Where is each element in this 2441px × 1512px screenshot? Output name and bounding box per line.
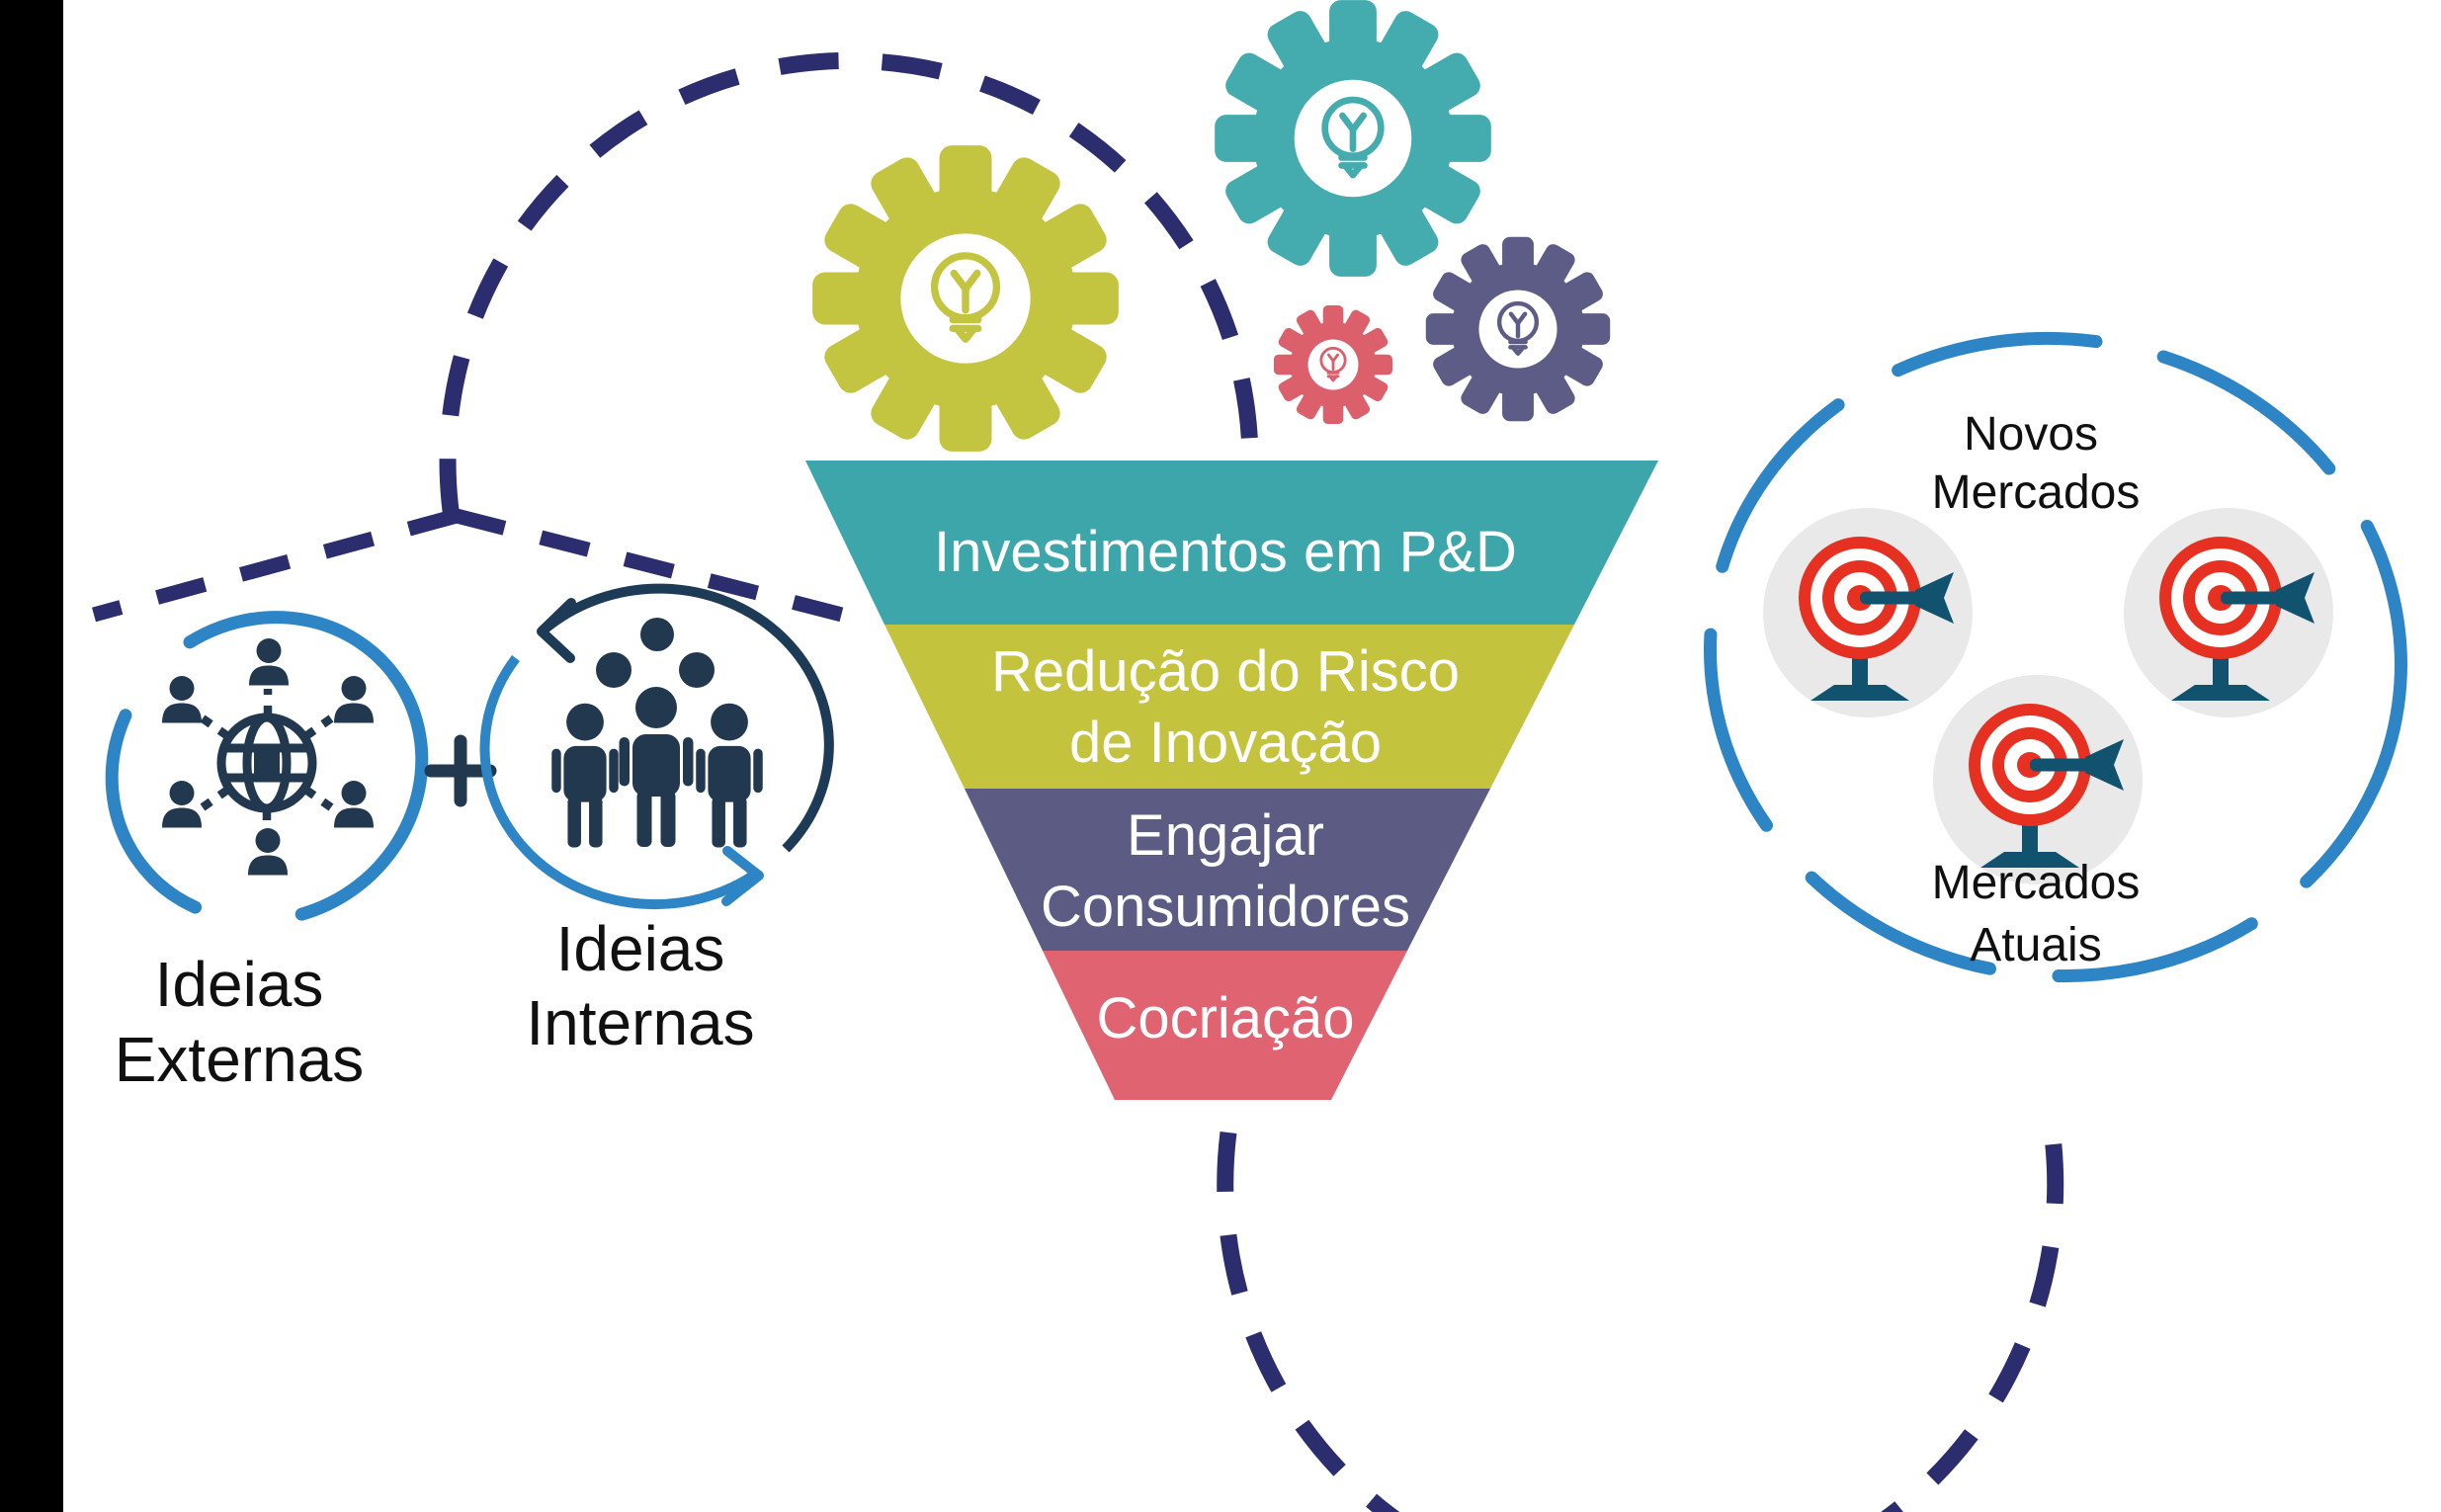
external-ideas-label: Externas <box>115 1024 365 1095</box>
letterbox-left-bar <box>0 0 63 1512</box>
people-group-icon <box>551 618 763 848</box>
person-icon <box>551 703 619 848</box>
gear-lightbulb-icon <box>812 145 1119 452</box>
internal-ideas-label: Ideias <box>556 913 725 984</box>
person-icon <box>249 638 289 686</box>
funnel-stage-investimentos <box>805 461 1658 625</box>
funnel-stage-label: de Inovação <box>1069 711 1382 775</box>
markets-group: Novos Mercados Mercados Atuais <box>1704 331 2407 983</box>
funnel-stage-cocriacao <box>1043 951 1407 1100</box>
funnel-stage-label: Cocriação <box>1096 986 1354 1050</box>
dartboard-target-icon <box>1933 675 2143 884</box>
plus-icon <box>424 734 497 807</box>
gear-lightbulb-icon <box>1215 0 1491 277</box>
dartboard-target-icon <box>2124 508 2333 717</box>
gear-lightbulb-icon <box>1272 303 1394 426</box>
cycle-arrow-dark <box>542 583 834 853</box>
broken-circle-outline <box>105 611 429 927</box>
person-icon <box>334 781 374 828</box>
bottom-dashed-arc <box>1217 1103 2064 1512</box>
dartboard-target-icon <box>1763 508 1973 717</box>
person-icon <box>162 781 202 828</box>
person-icon <box>619 687 694 847</box>
new-markets-label: Novos <box>1964 408 2098 461</box>
top-dashed-arc <box>439 51 1259 520</box>
branch-line-right <box>455 508 844 623</box>
person-icon <box>696 703 763 848</box>
person-icon <box>162 676 202 723</box>
dashed-blue-ring <box>1704 331 2407 983</box>
innovation-funnel: Investimentos em P&D Redução do Risco de… <box>805 461 1658 1100</box>
current-markets-label: Atuais <box>1970 919 2101 971</box>
dashed-branch-lines <box>92 508 844 623</box>
person-icon <box>334 676 374 723</box>
gear-lightbulb-icon <box>1426 237 1610 421</box>
cycle-arrow-blue <box>479 654 756 910</box>
internal-ideas-label: Internas <box>526 987 754 1058</box>
funnel-stage-engajar <box>965 789 1490 951</box>
dashed-loop-arcs <box>439 51 2064 1512</box>
funnel-stage-label: Investimentos em P&D <box>934 520 1517 584</box>
arrowhead-icon <box>721 846 764 906</box>
globe-network-people-icon <box>162 638 374 876</box>
branch-line-left <box>92 508 459 623</box>
funnel-stage-label: Consumidores <box>1041 875 1410 939</box>
funnel-stage-label: Engajar <box>1127 803 1324 868</box>
funnel-stage-reducao-risco <box>884 625 1574 789</box>
internal-ideas-group: Ideias Internas <box>479 583 834 1058</box>
new-markets-label: Mercados <box>1932 466 2141 519</box>
external-ideas-label: Ideias <box>155 949 324 1020</box>
current-markets-label: Mercados <box>1932 857 2141 909</box>
person-icon <box>248 828 288 876</box>
arrowhead-icon <box>537 598 576 663</box>
funnel-stage-label: Redução do Risco <box>991 639 1460 704</box>
external-ideas-group: Ideias Externas <box>105 611 429 1095</box>
